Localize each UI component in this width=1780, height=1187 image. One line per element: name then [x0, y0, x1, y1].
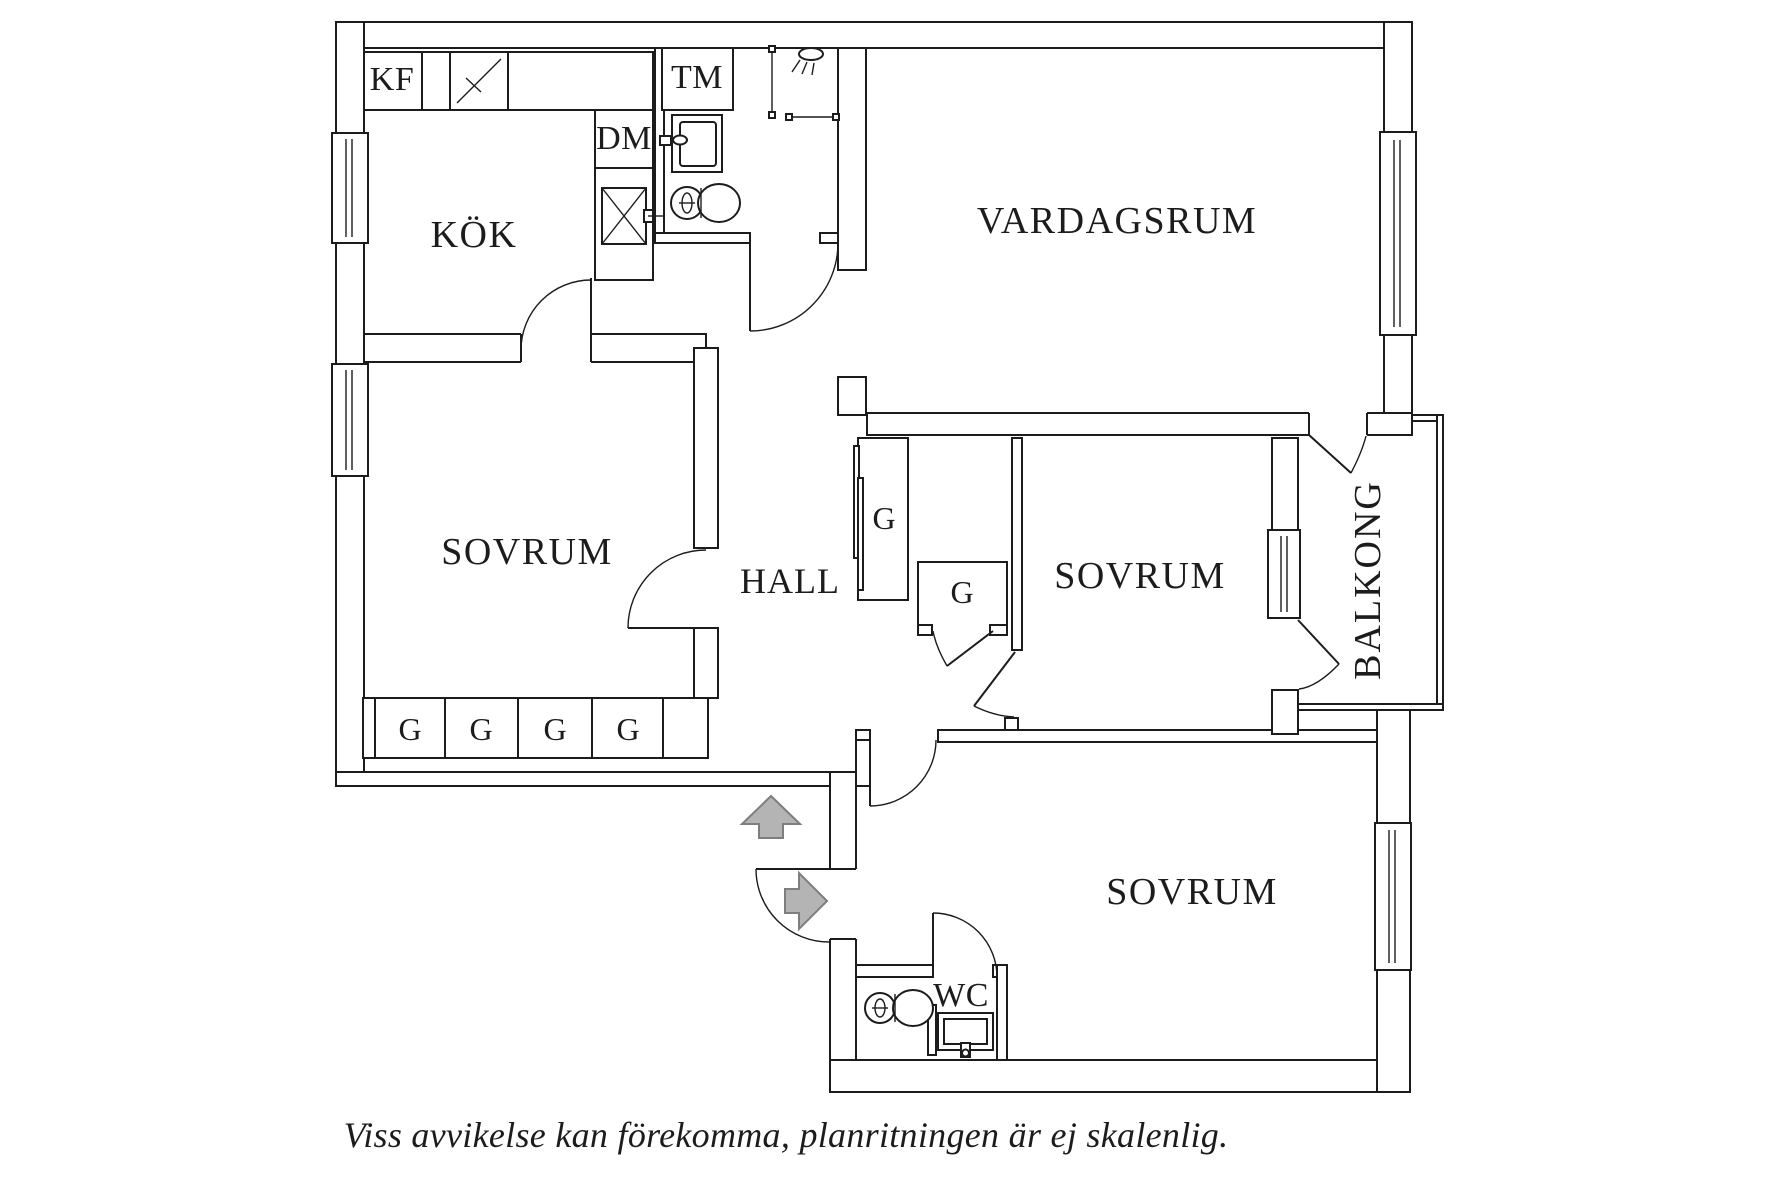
room-label-living-room: VARDAGSRUM	[976, 200, 1258, 242]
fridge-freezer-label: KF	[369, 61, 415, 98]
entry-door	[755, 868, 830, 943]
bedroom-middle-door	[973, 651, 1016, 718]
entry-arrows	[739, 794, 829, 932]
shower-icon	[768, 45, 840, 121]
wardrobe-label-hall-upper: G	[872, 500, 896, 536]
bathroom-toilet-icon	[670, 183, 741, 223]
wardrobe-label-2: G	[469, 711, 493, 747]
wardrobe-label-4: G	[616, 711, 640, 747]
room-label-balcony: BALKONG	[1347, 480, 1389, 680]
room-label-kitchen: KÖK	[430, 214, 518, 256]
kitchen-counter-top	[363, 51, 654, 111]
window-bedroom-bottom	[1374, 822, 1412, 971]
kitchen-fixtures	[363, 51, 664, 281]
wardrobe-label-hall-lower: G	[950, 574, 974, 610]
wardrobe-hall-lower	[917, 561, 1008, 667]
bedroom-bottom-door	[869, 739, 937, 807]
disclaimer-caption: Viss avvikelse kan förekomma, planritnin…	[343, 1115, 1229, 1155]
bathroom-fixtures	[659, 45, 840, 223]
bedroom-left-door	[627, 549, 707, 629]
wc-fixtures	[864, 989, 994, 1058]
dishwasher-label: DM	[596, 120, 652, 157]
window-kitchen	[331, 132, 369, 244]
window-bedroom-middle-balcony	[1267, 529, 1301, 619]
windows	[331, 131, 1417, 971]
room-label-bedroom-bottom: SOVRUM	[1106, 871, 1278, 913]
living-room-balcony-door	[1308, 434, 1367, 474]
bathroom-basin-icon	[659, 114, 723, 173]
wardrobe-label-1: G	[398, 711, 422, 747]
entry-arrow-right-icon	[784, 870, 829, 932]
washing-machine-label: TM	[671, 59, 723, 96]
wc-door	[932, 912, 998, 978]
kitchen-door	[520, 278, 592, 351]
wardrobe-hall-upper	[853, 437, 909, 601]
closets	[362, 437, 1008, 759]
washing-machine-box	[661, 47, 734, 111]
room-label-bedroom-middle: SOVRUM	[1054, 555, 1226, 597]
room-label-wc: WC	[933, 977, 989, 1014]
stove-icon	[456, 58, 502, 104]
room-label-hall: HALL	[740, 561, 840, 601]
wall-openings	[520, 333, 1368, 940]
wc-basin-icon	[937, 1012, 994, 1058]
bedroom-middle-balcony-door	[1297, 619, 1340, 690]
window-living-room	[1379, 131, 1417, 336]
doors	[520, 242, 1367, 978]
entry-arrow-up-icon	[739, 794, 803, 839]
wardrobe-row	[362, 697, 709, 759]
wc-toilet-icon	[864, 989, 934, 1027]
wardrobe-label-3: G	[543, 711, 567, 747]
kitchen-sink-icon	[601, 187, 664, 245]
room-label-bedroom-left: SOVRUM	[441, 531, 613, 573]
window-bedroom-left	[331, 363, 369, 477]
bathroom-door	[749, 242, 839, 332]
